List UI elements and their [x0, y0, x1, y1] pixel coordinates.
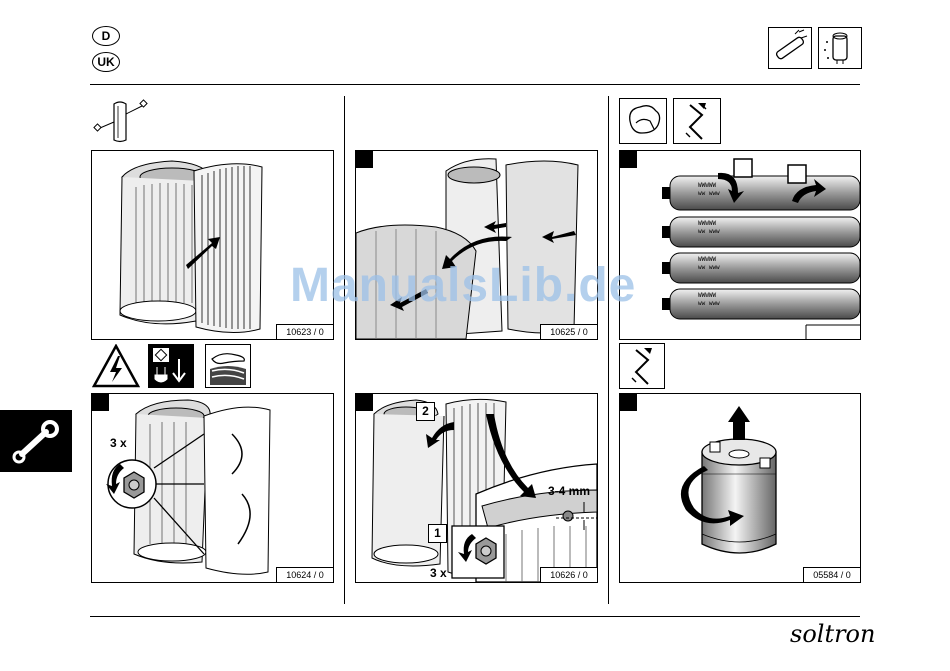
figure-code: 10623 / 0	[276, 324, 333, 339]
svg-text:ww www: ww www	[698, 190, 720, 197]
panel-clamp-distance: 2 1 3-4 mm 3 x 10626 / 0	[355, 393, 598, 583]
cleaning-hand-icon	[619, 98, 667, 144]
starter-rotate-icon	[619, 343, 665, 389]
figure-code: 10624 / 0	[276, 567, 333, 582]
figure-code: 05584 / 0	[803, 567, 860, 582]
step-marker	[92, 394, 109, 411]
svg-text:WWWWW: WWWWW	[698, 256, 716, 263]
figure-code: 10626 / 0	[540, 567, 597, 582]
step-marker	[620, 394, 637, 411]
svg-text:ww www: ww www	[698, 264, 720, 271]
panel-unscrew-door: 3 x 10624 / 0	[91, 393, 334, 583]
column-divider-1	[344, 96, 345, 604]
hot-surface-icon	[205, 344, 251, 388]
language-badge-d: D	[92, 26, 120, 46]
panel-starter-remove: 05584 / 0	[619, 393, 861, 583]
step-marker	[356, 151, 373, 168]
svg-text:WWWWW: WWWWW	[698, 220, 716, 227]
watermark: ManualsLib.de	[290, 258, 636, 313]
brand-logo: soltron	[790, 620, 875, 648]
uv-lamp-icon	[768, 27, 812, 69]
maintenance-tab	[0, 410, 72, 472]
svg-text:WWWWW: WWWWW	[698, 292, 716, 299]
screw-count-label: 3 x	[430, 566, 447, 580]
disconnect-power-icon	[148, 344, 194, 388]
step-badge-1: 1	[428, 524, 447, 543]
cabin-door-icon	[92, 98, 152, 144]
electric-hazard-icon	[92, 344, 140, 388]
wrench-icon	[0, 410, 72, 472]
distance-label: 3-4 mm	[548, 484, 590, 498]
language-badge-uk: UK	[92, 52, 120, 72]
header-rule	[90, 84, 860, 85]
footer-rule	[90, 616, 860, 617]
svg-text:ww www: ww www	[698, 300, 720, 307]
figure-code: 10625 / 0	[540, 324, 597, 339]
step-marker	[356, 394, 373, 411]
svg-text:ww www: ww www	[698, 228, 720, 235]
svg-text:WWWWW: WWWWW	[698, 182, 716, 189]
starter-icon	[818, 27, 862, 69]
step-marker	[620, 151, 637, 168]
column-divider-2	[608, 96, 609, 604]
step-badge-2: 2	[416, 402, 435, 421]
lamp-rotate-icon	[673, 98, 721, 144]
screw-count-label: 3 x	[110, 436, 127, 450]
